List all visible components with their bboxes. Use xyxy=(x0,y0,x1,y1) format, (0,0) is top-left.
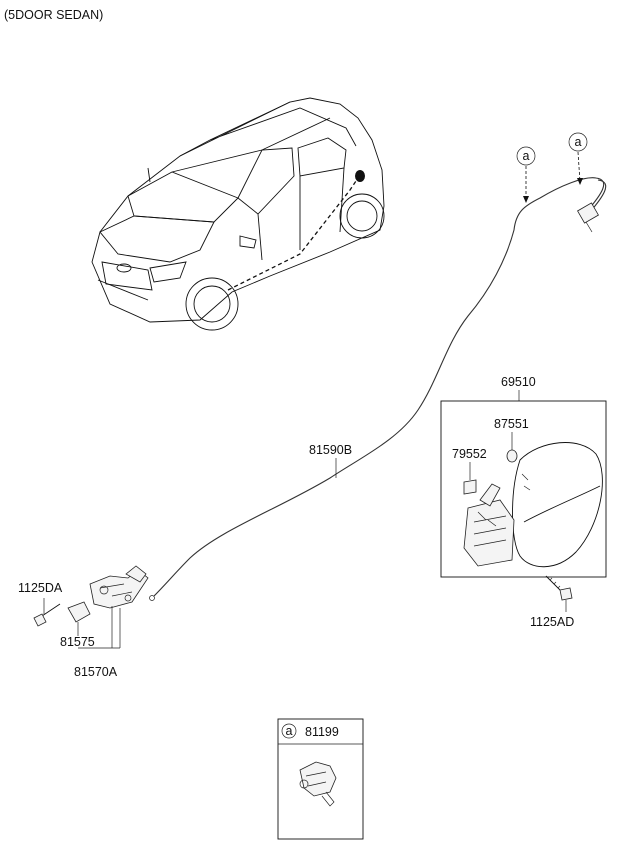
ref-mark-a-right: a xyxy=(568,132,588,185)
svg-text:a: a xyxy=(523,149,530,163)
fuel-door-assembly: 69510 87551 79552 xyxy=(440,375,607,578)
detail-box-81199: a 81199 xyxy=(277,718,364,840)
label-1125DA: 1125DA xyxy=(18,581,63,595)
label-79552: 79552 xyxy=(452,447,487,461)
label-81199: 81199 xyxy=(305,725,339,739)
label-81590B: 81590B xyxy=(309,443,352,457)
car-illustration xyxy=(91,97,385,331)
detail-ref-mark: a xyxy=(286,724,293,738)
screw-1125AD: 1125AD xyxy=(530,575,574,629)
diagram-title: (5DOOR SEDAN) xyxy=(4,8,103,22)
label-69510: 69510 xyxy=(501,375,536,389)
fuel-opener-lever-assembly xyxy=(33,565,149,649)
fuel-filler-cable xyxy=(149,177,607,601)
label-81570A: 81570A xyxy=(74,665,118,679)
label-1125AD: 1125AD xyxy=(530,615,574,629)
cable-end-connector xyxy=(577,202,599,224)
label-81575: 81575 xyxy=(60,635,95,649)
assembly-frame xyxy=(440,400,607,578)
svg-text:a: a xyxy=(575,135,582,149)
ref-mark-a-left: a xyxy=(516,146,536,203)
label-87551: 87551 xyxy=(494,417,529,431)
